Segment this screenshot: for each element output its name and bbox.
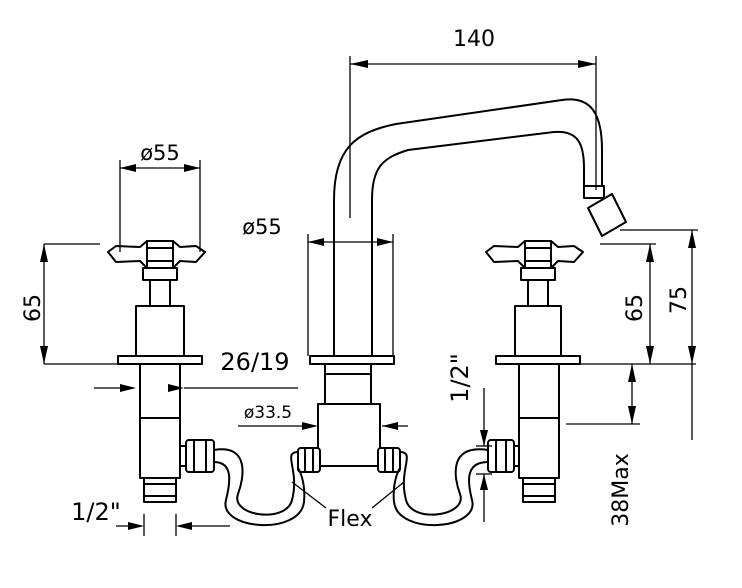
spout-lower-body (324, 363, 372, 405)
label-spout-outlet-height: 75 (667, 286, 692, 314)
label-hole-range: 26/19 (220, 348, 289, 376)
right-cross-handle (485, 240, 584, 269)
label-spout-diameter: ø55 (242, 215, 282, 239)
dimension-max-deck: 38Max (566, 364, 640, 527)
spout-aerator (587, 193, 627, 237)
label-max-deck: 38Max (609, 453, 634, 526)
center-right-connector (377, 447, 401, 473)
flex-callout: Flex (291, 481, 405, 532)
dimension-spout-outlet-height: 75 (620, 229, 698, 440)
spout-tube-inner (371, 130, 585, 357)
label-spout-width: 140 (453, 27, 495, 52)
dimension-spout-diameter: ø55 (242, 215, 394, 356)
right-deck-flange (495, 355, 581, 365)
dimension-handle-height-right: 65 (580, 243, 696, 365)
label-thread-right: 1/2" (446, 353, 474, 403)
right-connection-nut (487, 439, 515, 473)
left-connection-nut (185, 439, 215, 473)
left-lower-body (139, 363, 181, 479)
right-handle-hub (520, 267, 556, 281)
dimension-body-diameter: ø33.5 (238, 403, 408, 430)
label-handle-height-right: 65 (623, 294, 648, 322)
left-handle-assembly (107, 240, 215, 503)
right-flex-hose-outer (399, 448, 489, 516)
left-handle-stem (149, 279, 171, 307)
dimension-spout-width: 140 (349, 27, 597, 218)
spout-mixer-body (317, 403, 381, 467)
right-threaded-tail (522, 477, 556, 503)
dimension-thread-left: 1/2" (71, 498, 230, 536)
left-valve-body (135, 305, 185, 357)
right-handle-stem (527, 279, 549, 307)
left-flex-hose-outer (213, 448, 299, 516)
spout-deck-flange (309, 355, 395, 365)
center-left-connector (297, 447, 321, 473)
dimension-thread-right: 1/2" (446, 353, 492, 522)
dimension-handle-height-left: 65 (21, 243, 118, 365)
label-flex: Flex (328, 507, 373, 532)
right-lower-body (518, 363, 560, 479)
right-handle-assembly (485, 240, 584, 503)
label-handle-height-left: 65 (21, 294, 46, 322)
left-deck-flange (117, 355, 203, 365)
label-thread-left: 1/2" (71, 498, 121, 526)
dimension-hole-range: 26/19 (94, 348, 298, 392)
right-valve-body (514, 305, 562, 357)
left-handle-hub (142, 267, 178, 281)
spout-tube-outer (333, 98, 603, 357)
center-spout-assembly (297, 98, 627, 473)
label-body-diameter: ø33.5 (244, 403, 292, 423)
left-flex-hose-inner (213, 461, 306, 527)
dimension-handle-diameter: ø55 (119, 141, 201, 252)
label-handle-diameter: ø55 (140, 141, 180, 165)
left-cross-handle (107, 240, 206, 269)
right-flex-hose-inner (392, 461, 489, 527)
left-threaded-tail (143, 477, 177, 503)
flex-hoses (213, 448, 489, 527)
